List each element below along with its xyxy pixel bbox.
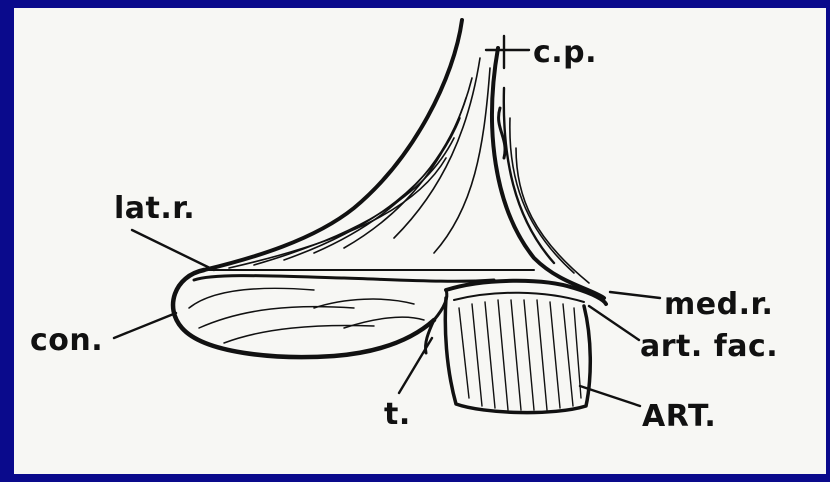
leader-art-fac: [589, 306, 639, 340]
leader-med-r: [610, 292, 660, 298]
articular-block: [445, 298, 590, 413]
label-articular: ART.: [642, 402, 716, 432]
articular-facet: [446, 281, 606, 304]
leader-con: [114, 313, 176, 338]
label-t: t.: [384, 400, 411, 430]
label-condyle: con.: [30, 326, 103, 356]
label-articular-facet: art. fac.: [640, 332, 778, 362]
label-medial-ramus: med.r.: [664, 290, 773, 320]
label-coronoid-process: c.p.: [533, 38, 597, 68]
illustration-panel: c.p. lat.r. med.r. con. art. fac. t. ART…: [14, 8, 826, 474]
label-leader-lines: [114, 36, 660, 406]
label-lateral-ramus: lat.r.: [114, 194, 195, 224]
leader-t: [399, 338, 432, 393]
leader-lat-r: [132, 230, 214, 270]
